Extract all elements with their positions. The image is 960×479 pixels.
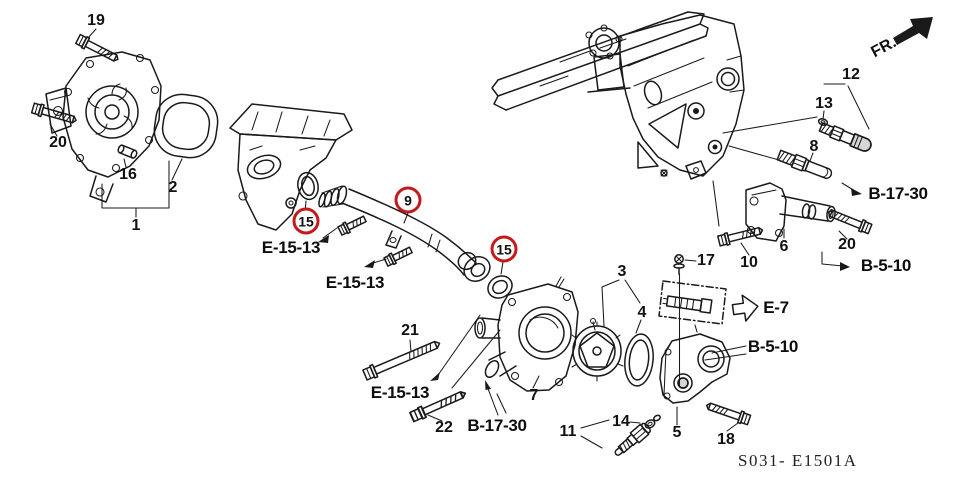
leader-arrowheads [318, 188, 862, 390]
part-label-22-6: 22 [435, 419, 453, 436]
washer-14-drawing [644, 414, 661, 429]
ref-label-B-17-30-3: B-17-30 [868, 184, 928, 203]
part-label-3-8: 3 [617, 263, 627, 280]
part-label-20-1: 20 [49, 134, 67, 151]
thermostat-3-drawing [571, 317, 624, 382]
circled-label-15-1: 15 [292, 207, 320, 235]
thermostat-gasket-4-drawing [624, 333, 654, 387]
part-label-18-13: 18 [717, 431, 735, 448]
water-pump-drawing [45, 51, 162, 203]
fr-arrow-icon [893, 17, 933, 45]
ref-label-B-17-30-7: B-17-30 [467, 416, 527, 435]
part-label-10-15: 10 [740, 254, 758, 271]
ref-label-E-15-13-1: E-15-13 [325, 273, 385, 292]
part-label-8-17: 8 [809, 138, 819, 155]
part-label-5-12: 5 [672, 424, 682, 441]
part-label-14-11: 14 [612, 413, 630, 430]
part-label-16-2: 16 [119, 166, 137, 183]
water-pipe-9-drawing [318, 185, 491, 282]
thermostat-housing-7-drawing [474, 276, 579, 392]
ref-label-E-15-13-0: E-15-13 [261, 238, 321, 257]
part-label-20-20: 20 [838, 236, 856, 253]
oring-15-right-drawing [487, 275, 513, 299]
ref-label-E-15-13-2: E-15-13 [370, 383, 430, 402]
diagram-code: S031- E1501A [738, 451, 858, 470]
water-outlet-5-drawing [659, 324, 731, 404]
part-label-4-9: 4 [637, 304, 647, 321]
oring-15-left-drawing [297, 171, 319, 201]
ref-label-B-5-10-6: B-5-10 [747, 337, 799, 356]
dowel-pin-16-drawing [117, 144, 138, 159]
circled-label-15-2: 15 [490, 235, 518, 263]
pump-gasket-2-drawing [153, 93, 219, 159]
part-label-7-7: 7 [529, 387, 539, 404]
part-label-12-19: 12 [842, 66, 860, 83]
part-label-13-18: 13 [815, 95, 833, 112]
part-label-1-4: 1 [131, 217, 141, 234]
engine-block-drawing [491, 11, 818, 227]
e7-arrow-icon [731, 294, 759, 322]
leader-lines [49, 28, 870, 449]
part-label-21-5: 21 [401, 322, 419, 339]
sensor-callout-box [658, 280, 727, 325]
bolt-17-drawing [673, 254, 685, 387]
part-label-19-0: 19 [87, 12, 105, 29]
part-label-17-14: 17 [697, 252, 715, 269]
part-label-11-10: 11 [559, 423, 577, 440]
side-cover-drawing [229, 103, 353, 231]
ref-label-E-7-5: E-7 [763, 298, 789, 317]
part-label-2-3: 2 [168, 179, 178, 196]
part-label-6-16: 6 [779, 238, 789, 255]
circled-label-9-0: 9 [394, 186, 422, 214]
washer-13-drawing [817, 118, 829, 126]
ref-label-B-5-10-4: B-5-10 [860, 256, 912, 275]
